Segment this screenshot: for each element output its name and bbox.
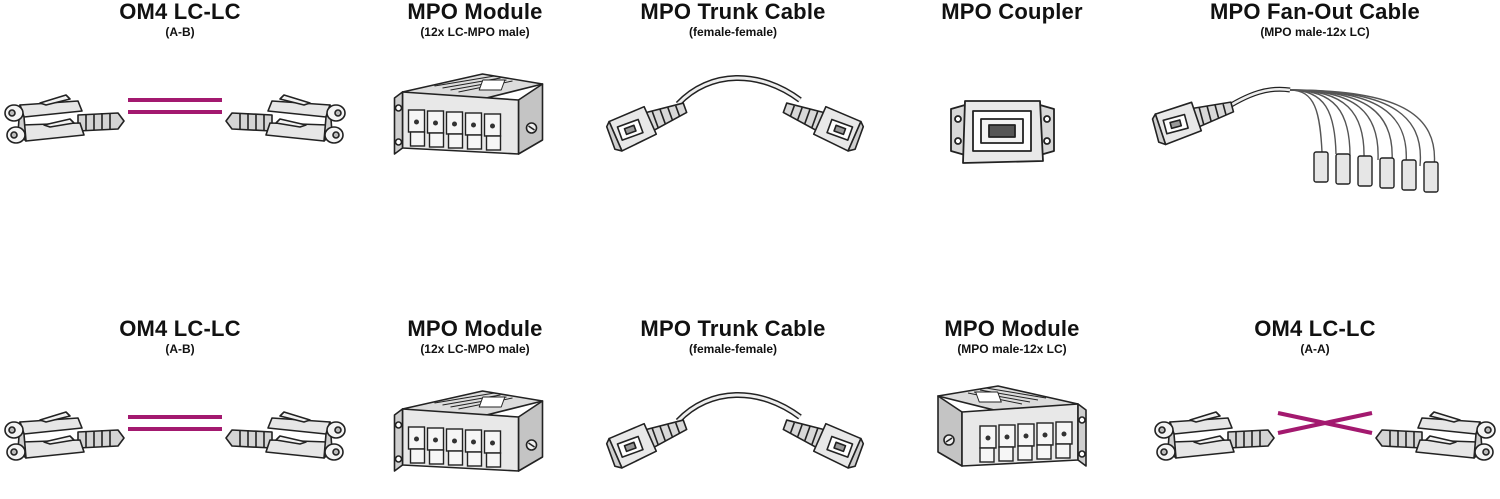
item-subtitle: (A-B) (165, 342, 195, 356)
item-subtitle: (female-female) (688, 25, 778, 39)
item-title: OM4 LC-LC (1254, 316, 1376, 341)
item-mpo-coupler: MPO Coupler (862, 0, 1162, 25)
mpo-cassette-module-icon (905, 382, 1115, 492)
item-subtitle: (female-female) (688, 342, 778, 356)
item-mpo-module-rev: MPO Module (MPO male-12x LC) (862, 316, 1162, 357)
item-title: OM4 LC-LC (119, 316, 241, 341)
mpo-coupler-icon (945, 95, 1060, 170)
item-mpo-fanout-cable: MPO Fan-Out Cable (MPO male-12x LC) (1165, 0, 1465, 39)
item-mpo-module: MPO Module (12x LC-MPO male) (325, 0, 625, 39)
item-mpo-module: MPO Module (12x LC-MPO male) (325, 316, 625, 357)
lc-lc-straight-patch-cable-icon (0, 88, 350, 158)
item-om4-lc-lc-ab: OM4 LC-LC (A-B) (30, 316, 330, 357)
mpo-fanout-cable-icon (1150, 72, 1460, 202)
item-mpo-trunk-cable: MPO Trunk Cable (female-female) (583, 316, 883, 357)
mpo-trunk-cable-icon (600, 387, 870, 477)
lc-lc-crossed-patch-cable-icon (1150, 405, 1500, 475)
item-subtitle: (12x LC-MPO male) (420, 342, 530, 356)
item-subtitle: (A-A) (1300, 342, 1330, 356)
item-title: MPO Coupler (941, 0, 1083, 24)
item-subtitle: (MPO male-12x LC) (957, 342, 1067, 356)
item-title: MPO Fan-Out Cable (1210, 0, 1420, 24)
mpo-trunk-cable-icon (600, 70, 870, 160)
item-om4-lc-lc-aa: OM4 LC-LC (A-A) (1165, 316, 1465, 357)
item-subtitle: (MPO male-12x LC) (1260, 25, 1370, 39)
item-title: MPO Module (944, 316, 1080, 341)
mpo-cassette-module-icon (378, 70, 563, 180)
lc-lc-straight-patch-cable-icon (0, 405, 350, 475)
item-title: MPO Trunk Cable (640, 0, 826, 24)
item-subtitle: (A-B) (165, 25, 195, 39)
item-title: MPO Trunk Cable (640, 316, 826, 341)
item-title: MPO Module (407, 316, 543, 341)
mpo-cassette-module-icon (378, 387, 563, 497)
item-mpo-trunk-cable: MPO Trunk Cable (female-female) (583, 0, 883, 39)
item-subtitle: (12x LC-MPO male) (420, 25, 530, 39)
item-title: OM4 LC-LC (119, 0, 241, 24)
item-title: MPO Module (407, 0, 543, 24)
item-om4-lc-lc-ab: OM4 LC-LC (A-B) (30, 0, 330, 39)
